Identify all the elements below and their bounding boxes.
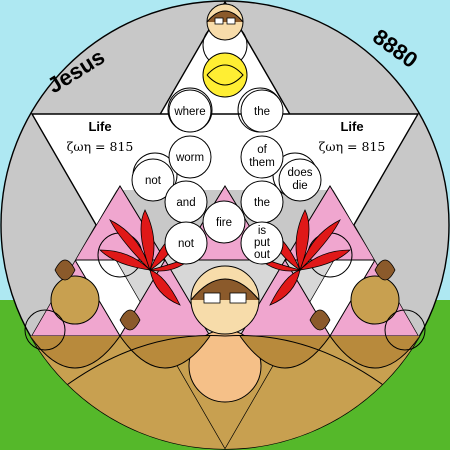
word-not-left: not bbox=[145, 175, 162, 187]
center-face bbox=[190, 278, 260, 304]
word-fire: fire bbox=[216, 217, 232, 229]
word-the-mid: the bbox=[254, 197, 270, 209]
left-life-heading: Life bbox=[88, 119, 111, 134]
pink-tri-2 bbox=[119, 259, 211, 336]
earth-arcs bbox=[29, 334, 421, 391]
brown-petals bbox=[54, 259, 396, 331]
word-and: and bbox=[176, 197, 195, 209]
pink-tri-3 bbox=[239, 259, 331, 336]
word-does: does bbox=[288, 167, 313, 179]
word-them: them bbox=[249, 157, 275, 169]
right-life-greek: ζωη = 815 bbox=[319, 139, 386, 154]
verse-words: where the worm of them not does die and … bbox=[145, 106, 313, 261]
word-not-low: not bbox=[178, 238, 195, 250]
word-where: where bbox=[173, 106, 205, 118]
word-out: out bbox=[254, 249, 271, 261]
word-is: is bbox=[258, 225, 267, 237]
left-life-greek: ζωη = 815 bbox=[67, 139, 134, 154]
word-the-top: the bbox=[254, 106, 270, 118]
right-life-heading: Life bbox=[340, 119, 363, 134]
word-die: die bbox=[292, 180, 307, 192]
top-face bbox=[206, 3, 244, 41]
word-circles bbox=[131, 89, 322, 265]
word-of: of bbox=[257, 144, 267, 156]
word-put: put bbox=[254, 237, 271, 249]
word-worm: worm bbox=[175, 152, 204, 164]
